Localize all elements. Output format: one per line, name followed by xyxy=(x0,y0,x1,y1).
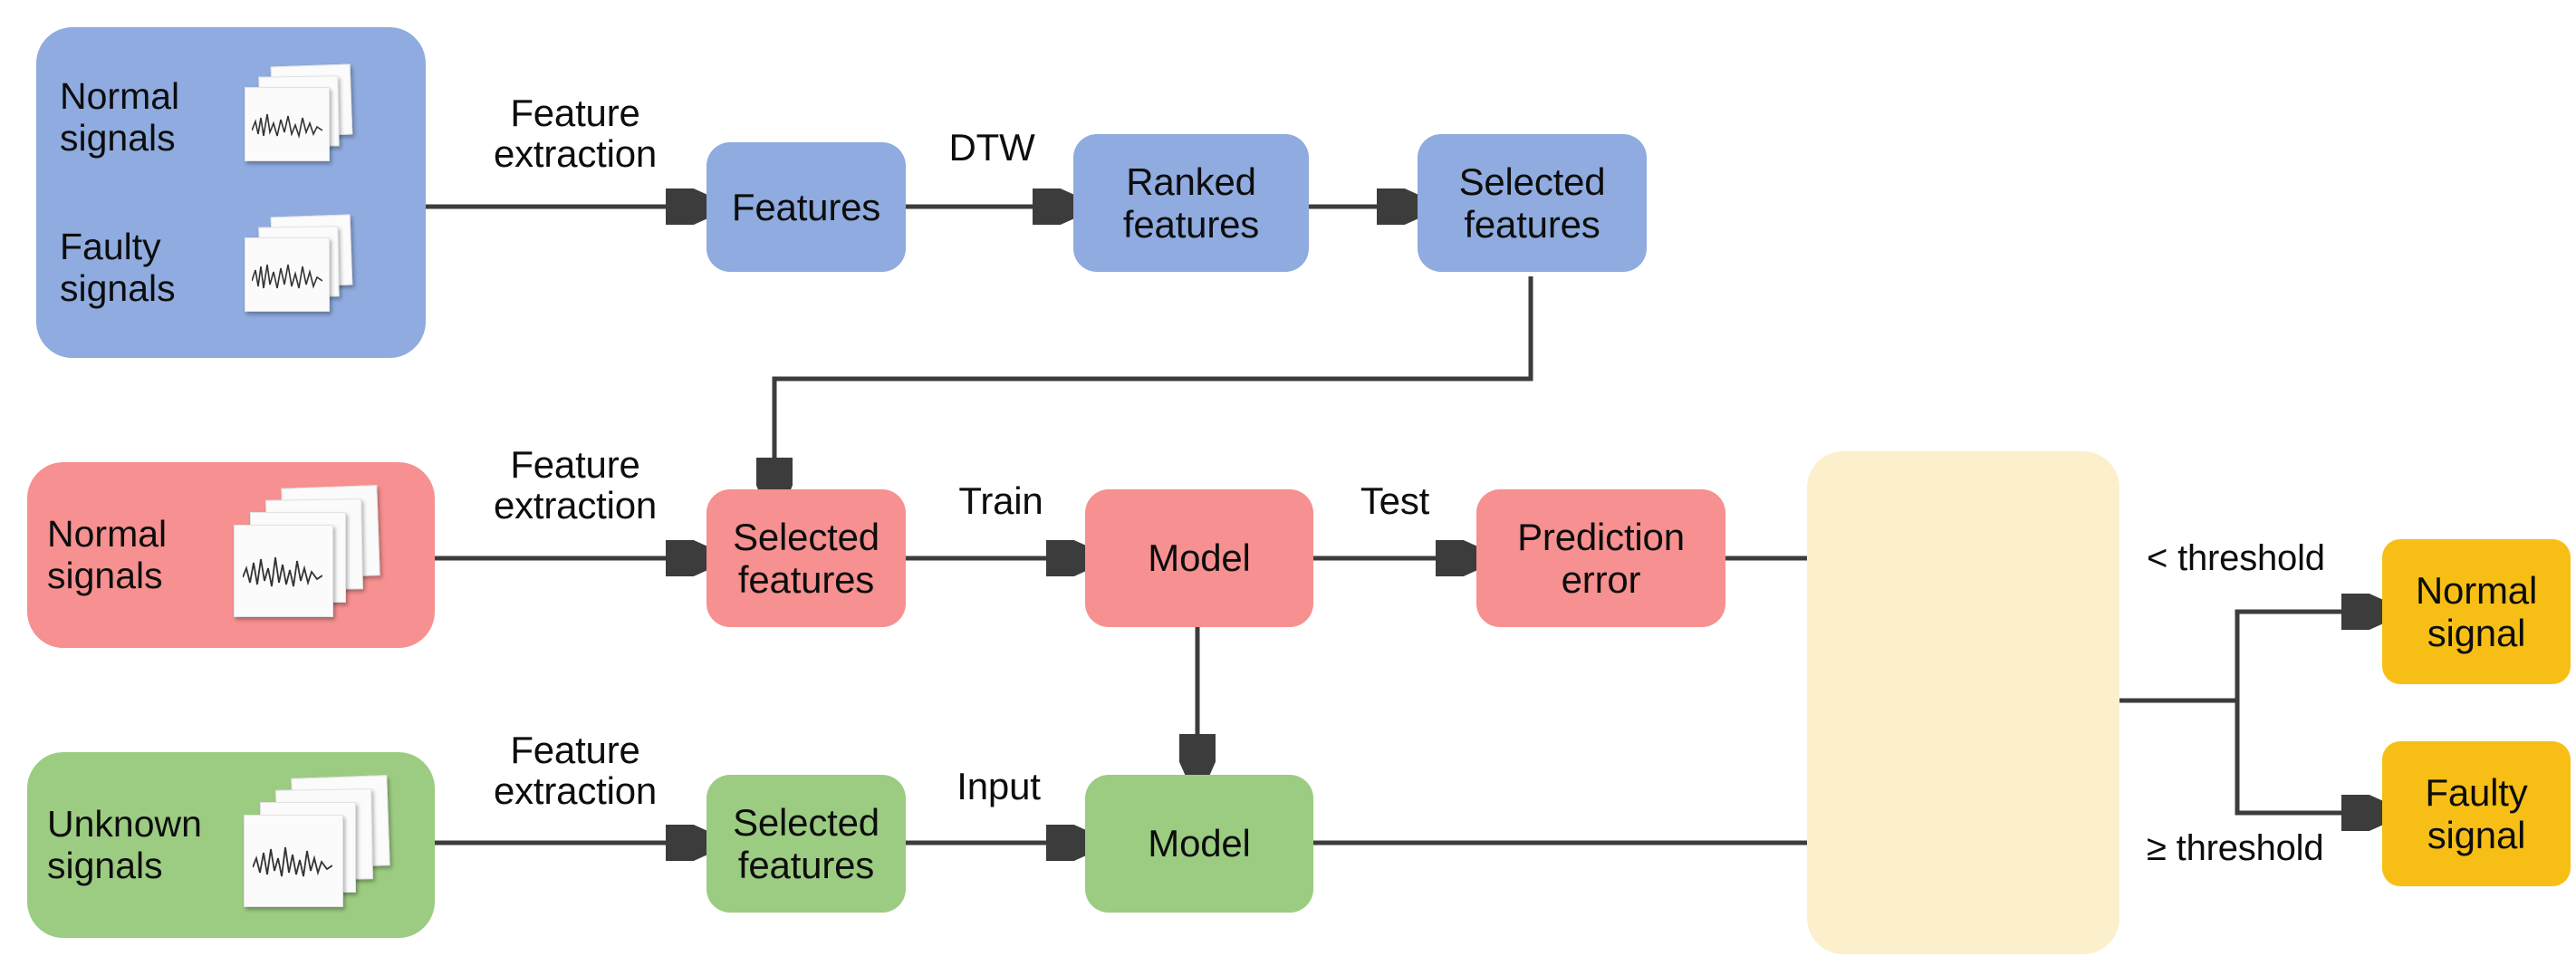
waveform-icon xyxy=(252,113,322,139)
arrow-compare-to-faulty-signal xyxy=(2235,701,2378,813)
node-selected-features-label: Selected features xyxy=(733,515,879,601)
node-prediction-error-train[interactable]: Prediction error xyxy=(1476,489,1725,627)
node-model-train[interactable]: Model xyxy=(1085,489,1313,627)
edge-label-input: Input xyxy=(956,765,1041,807)
edge-label-feature-extraction-row2: Feature extraction xyxy=(493,443,658,527)
source-label-normal-signals: Normal signals xyxy=(60,75,180,159)
node-normal-signal-output[interactable]: Normal signal xyxy=(2382,539,2571,684)
edge-label-feature-extraction-row3: Feature extraction xyxy=(493,729,658,813)
source-item-unknown-signals: Unknown signals xyxy=(47,775,415,915)
source-label-unknown-signals: Unknown signals xyxy=(47,803,202,886)
waveform-icon xyxy=(253,846,333,877)
source-label-faulty-signals: Faulty signals xyxy=(60,226,176,309)
signal-source-group-blue: Normal signals Faulty signals xyxy=(36,27,426,358)
source-label-normal-signals: Normal signals xyxy=(47,513,168,596)
node-selected-features-row1[interactable]: Selected features xyxy=(1418,134,1647,272)
node-prediction-error-label: Prediction error xyxy=(1517,515,1685,601)
branch-condition-greater-equal-threshold: ≥ threshold xyxy=(2147,828,2324,868)
compare-panel: Threshold compare Prediction error xyxy=(1807,451,2119,954)
edge-label-dtw: DTW xyxy=(948,126,1035,169)
node-model-label: Model xyxy=(1148,536,1251,580)
signal-stack-icon xyxy=(237,213,364,323)
arrow-selected-to-row2-selected xyxy=(774,276,1533,494)
signal-source-group-pink: Normal signals xyxy=(27,462,435,648)
waveform-icon xyxy=(252,264,322,289)
node-features[interactable]: Features xyxy=(706,142,906,272)
node-faulty-signal-label: Faulty signal xyxy=(2425,770,2528,856)
source-item-normal-signals-pink: Normal signals xyxy=(47,485,415,625)
node-model-inference[interactable]: Model xyxy=(1085,775,1313,913)
node-ranked-features-label: Ranked features xyxy=(1122,159,1260,246)
signal-stack-icon xyxy=(237,63,364,172)
node-normal-signal-label: Normal signal xyxy=(2415,568,2538,654)
node-selected-features-row2[interactable]: Selected features xyxy=(706,489,906,627)
arrow-compare-to-normal-signal xyxy=(2119,612,2378,703)
branch-condition-less-than-threshold: < threshold xyxy=(2147,538,2325,578)
node-ranked-features[interactable]: Ranked features xyxy=(1073,134,1309,272)
node-model-label: Model xyxy=(1148,822,1251,865)
node-selected-features-row3[interactable]: Selected features xyxy=(706,775,906,913)
node-features-label: Features xyxy=(731,185,881,228)
signal-stack-icon xyxy=(225,485,406,625)
node-faulty-signal-output[interactable]: Faulty signal xyxy=(2382,741,2571,886)
edge-label-test: Test xyxy=(1360,479,1430,522)
signal-stack-icon xyxy=(235,775,415,915)
node-selected-features-label: Selected features xyxy=(733,800,879,886)
source-item-normal-signals-blue: Normal signals xyxy=(60,63,402,172)
waveform-icon xyxy=(243,556,322,587)
source-item-faulty-signals-blue: Faulty signals xyxy=(60,213,402,323)
signal-source-group-green: Unknown signals xyxy=(27,752,435,938)
edge-label-train: Train xyxy=(958,479,1043,522)
edge-label-feature-extraction-row1: Feature extraction xyxy=(493,92,658,176)
node-selected-features-label: Selected features xyxy=(1458,159,1606,246)
